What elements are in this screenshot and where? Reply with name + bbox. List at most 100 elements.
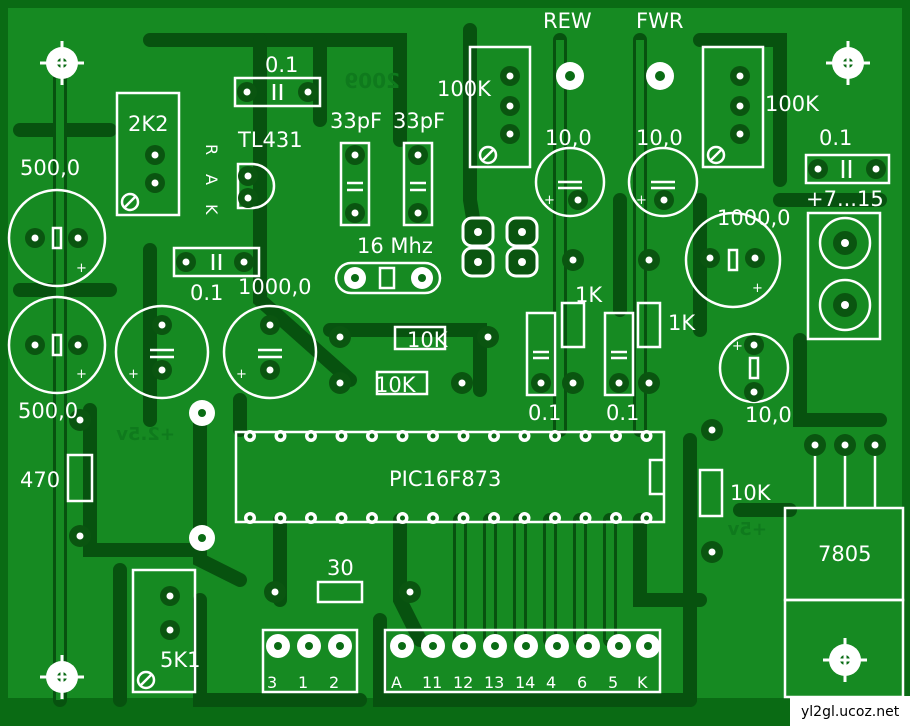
- mount-hole-top-left: [40, 41, 84, 85]
- pic-pin-hole: [461, 515, 466, 521]
- svg-text:+: +: [636, 193, 647, 208]
- pic-pin-hole: [247, 515, 253, 521]
- svg-text:+: +: [732, 339, 743, 354]
- label-c-right: 0.1: [819, 126, 852, 150]
- trace-gaps: [56, 40, 644, 700]
- pin-label-a: A: [202, 174, 221, 185]
- pic-pin-hole: [522, 433, 527, 439]
- connector-pad-hole: [460, 642, 468, 650]
- mount-hole-bottom-right: [823, 638, 867, 682]
- credit-text: yl2gl.ucoz.net: [801, 704, 900, 720]
- mirror-plus25-text: +2.5v: [116, 424, 175, 445]
- pic-pin-hole: [583, 433, 588, 439]
- pic-pin-hole: [247, 433, 253, 439]
- pic-pin-hole: [552, 433, 558, 439]
- credit-box: [790, 696, 910, 726]
- pic-pin-hole: [522, 515, 527, 521]
- label-33pf-1: 33pF: [330, 109, 382, 133]
- pin-label-r: R: [202, 144, 221, 155]
- label-crystal: 16 Mhz: [357, 234, 433, 258]
- pic-pin-hole: [339, 515, 344, 521]
- connector-pad-hole: [398, 642, 406, 650]
- label-c-mid: 0.1: [190, 281, 223, 305]
- pic-pin-hole: [644, 433, 649, 439]
- pic-pin-hole: [278, 515, 283, 521]
- pic-pin-hole: [369, 515, 375, 521]
- label-c-small-b: 0.1: [606, 401, 639, 425]
- svg-text:+: +: [128, 367, 139, 382]
- label-pot-left-top: 100K: [437, 77, 492, 101]
- label-10k-a: 10K: [407, 328, 449, 352]
- pic-pins: [244, 430, 653, 524]
- conn9-label: 11: [422, 673, 442, 692]
- label-cap-10-a: 10,0: [545, 126, 592, 150]
- conn9-label: 13: [484, 673, 504, 692]
- connector-pad-hole: [274, 642, 282, 650]
- label-33pf-2: 33pF: [393, 109, 445, 133]
- conn9-label: K: [637, 673, 648, 692]
- polarity-marks: + + + + + + + +: [76, 193, 763, 382]
- svg-text:+: +: [752, 281, 763, 296]
- label-1k-a: 1K: [575, 283, 603, 307]
- pic-pin-hole: [491, 433, 497, 439]
- pic-pin-hole: [491, 515, 497, 521]
- label-rew: REW: [543, 9, 592, 33]
- label-cap-1000-right: 1000,0: [717, 206, 790, 230]
- label-c-small-a: 0.1: [528, 401, 561, 425]
- pic-pin-hole: [278, 433, 283, 439]
- pic-pin-hole: [461, 433, 466, 439]
- label-cap-10-b: 10,0: [636, 126, 683, 150]
- label-pot-right-top: 100K: [765, 92, 820, 116]
- conn9-label: 4: [546, 673, 556, 692]
- label-10k-c: 10K: [730, 481, 772, 505]
- connector-pad-hole: [615, 642, 623, 650]
- pic-pin-hole: [339, 433, 344, 439]
- label-mcu: PIC16F873: [389, 467, 501, 491]
- label-tl431: TL431: [237, 128, 303, 152]
- mount-hole-top-right: [826, 41, 870, 85]
- mounting-holes: [40, 41, 870, 699]
- label-cap-1000-mid: 1000,0: [238, 275, 311, 299]
- pic-pin-hole: [308, 433, 314, 439]
- conn9-label: A: [391, 673, 402, 692]
- tl431-pin-labels: R A K: [202, 144, 221, 215]
- label-c-top: 0.1: [265, 53, 298, 77]
- pic-pin-hole: [644, 515, 649, 521]
- svg-text:+: +: [236, 367, 247, 382]
- mount-hole-bottom-left: [40, 655, 84, 699]
- mirror-plus5-text: +5v: [727, 519, 767, 540]
- conn9-label: 14: [515, 673, 535, 692]
- svg-text:+: +: [76, 261, 87, 276]
- label-2k2: 2K2: [128, 112, 169, 136]
- pads: [25, 62, 886, 640]
- conn3-label: 2: [329, 673, 339, 692]
- label-5k1: 5K1: [160, 648, 201, 672]
- pic-pin-hole: [430, 433, 436, 439]
- label-30: 30: [327, 556, 354, 580]
- pic-pin-hole: [613, 515, 619, 521]
- conn9-label: 12: [453, 673, 473, 692]
- pic-pin-hole: [552, 515, 558, 521]
- connector-pad-hole: [429, 642, 437, 650]
- pin-label-k: K: [202, 204, 221, 215]
- connector-pad-hole: [522, 642, 530, 650]
- pic-pin-hole: [308, 515, 314, 521]
- pic-pin-hole: [583, 515, 588, 521]
- svg-text:+: +: [76, 367, 87, 382]
- label-1k-b: 1K: [668, 311, 696, 335]
- connector-pad-hole: [584, 642, 592, 650]
- label-10k-b: 10K: [375, 373, 417, 397]
- label-supply: +7...15: [806, 187, 884, 211]
- svg-text:+: +: [544, 193, 555, 208]
- pic-pin-hole: [613, 433, 619, 439]
- conn9-label: 5: [608, 673, 618, 692]
- connector-labels: 3 1 2 A 11 12 13 14 4 6 5 K: [267, 673, 648, 692]
- label-cap-500-bot: 500,0: [18, 399, 78, 423]
- connector-pads: [266, 634, 660, 658]
- label-470: 470: [20, 468, 60, 492]
- label-7805: 7805: [818, 542, 871, 566]
- pic-pin-hole: [430, 515, 436, 521]
- connector-pad-hole: [336, 642, 344, 650]
